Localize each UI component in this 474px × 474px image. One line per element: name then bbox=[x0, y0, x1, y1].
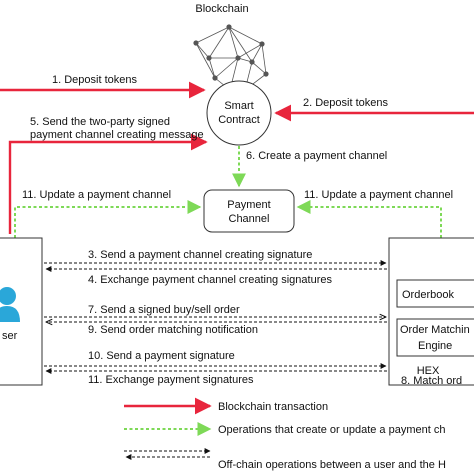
hex-label: HEX bbox=[417, 365, 440, 377]
step-11-right-label: 11. Update a payment channel bbox=[304, 189, 453, 201]
payment-channel-label-2: Channel bbox=[229, 213, 270, 225]
blockchain-network-icon bbox=[193, 24, 269, 91]
blockchain-transaction-arrows bbox=[0, 81, 474, 234]
payment-channel-label-1: Payment bbox=[227, 199, 270, 211]
step-4-label: 4. Exchange payment channel creating sig… bbox=[88, 274, 332, 286]
orderbook-label: Orderbook bbox=[402, 289, 454, 301]
step-5-label-a: 5. Send the two-party signed bbox=[30, 116, 170, 128]
step-9-label: 9. Send order matching notification bbox=[88, 324, 258, 336]
step-7-label: 7. Send a signed buy/sell order bbox=[88, 304, 240, 316]
step-8-label: 8. Match ord bbox=[401, 375, 462, 387]
legend-offchain-label: Off-chain operations between a user and … bbox=[218, 459, 446, 471]
step-1-label: 1. Deposit tokens bbox=[52, 74, 137, 86]
smart-contract-node bbox=[206, 80, 272, 146]
hex-node bbox=[388, 237, 474, 386]
order-matching-label-2: Engine bbox=[418, 340, 452, 352]
step-11-bottom-label: 11. Exchange payment signatures bbox=[88, 374, 254, 386]
legend: Blockchain transaction Operations that c… bbox=[124, 397, 446, 471]
orderbook-box bbox=[396, 279, 474, 308]
payment-channel-node bbox=[203, 189, 295, 233]
blockchain-title: Blockchain bbox=[195, 3, 248, 15]
legend-operations-label: Operations that create or update a payme… bbox=[218, 424, 445, 436]
order-matching-engine-box bbox=[396, 318, 474, 357]
smart-contract-label-1: Smart bbox=[224, 100, 253, 112]
user-icon bbox=[0, 287, 20, 322]
step-6-label: 6. Create a payment channel bbox=[246, 150, 387, 162]
legend-blockchain-label: Blockchain transaction bbox=[218, 401, 328, 413]
step-5-label-b: payment channel creating message bbox=[30, 129, 204, 141]
step-10-label: 10. Send a payment signature bbox=[88, 350, 235, 362]
step-2-label: 2. Deposit tokens bbox=[303, 97, 388, 109]
step-11-update-arrows bbox=[14, 200, 442, 238]
smart-contract-label-2: Contract bbox=[218, 114, 260, 126]
step-11-left-label: 11. Update a payment channel bbox=[22, 189, 171, 201]
order-matching-label-1: Order Matchin bbox=[400, 324, 470, 336]
offchain-arrows bbox=[44, 260, 387, 374]
user-label: ser bbox=[2, 330, 18, 342]
step-3-label: 3. Send a payment channel creating signa… bbox=[88, 249, 312, 261]
